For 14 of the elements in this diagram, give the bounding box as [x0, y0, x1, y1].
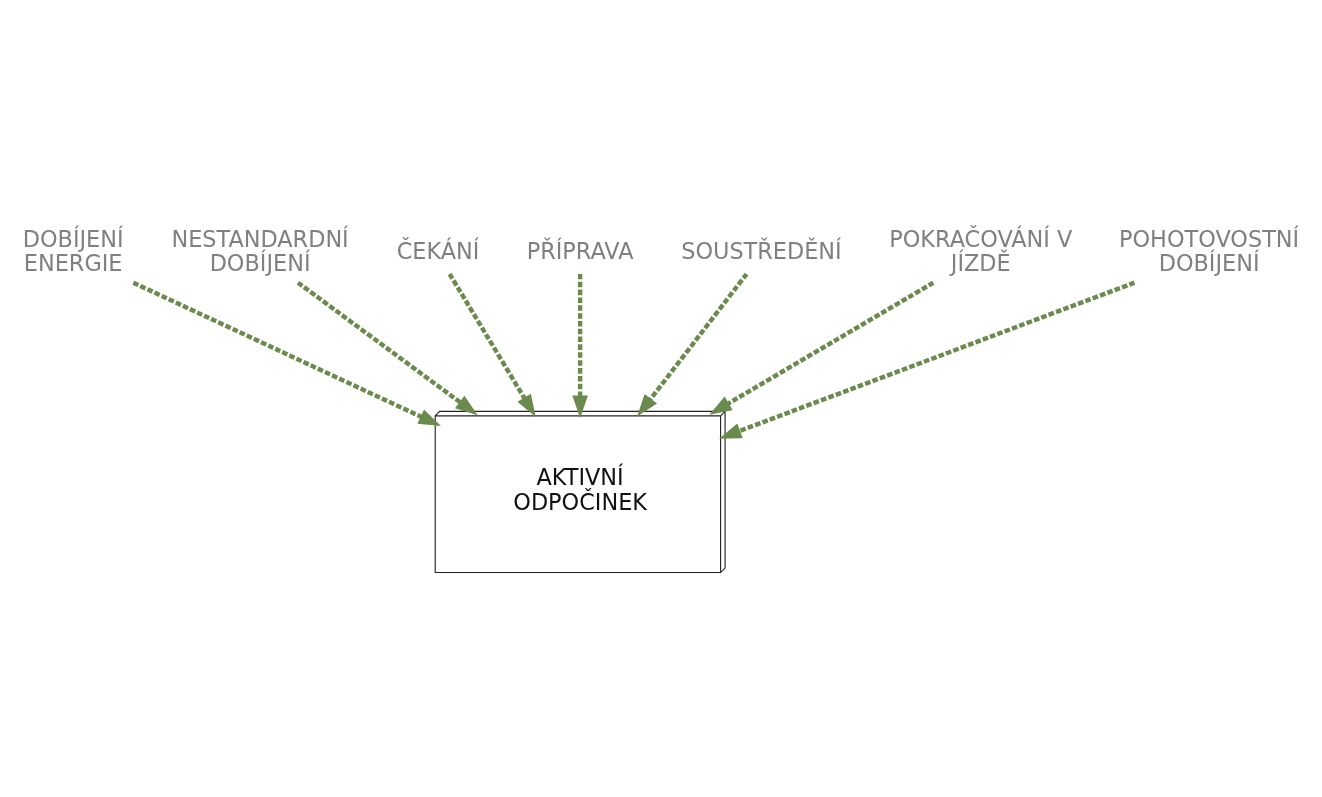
arrow	[132, 280, 442, 427]
node-text: PŘÍPRAVA	[526, 238, 634, 265]
arrow	[709, 280, 935, 415]
node-text: DOBÍJENÍ ENERGIE	[22, 225, 124, 277]
node-text: POHOTOVOSTNÍ DOBÍJENÍ	[1119, 225, 1300, 277]
arrow	[572, 274, 588, 419]
arrow	[719, 280, 1136, 439]
node-text: SOUSTŘEDĚNÍ	[681, 238, 842, 265]
node-text: ČEKÁNÍ	[396, 238, 480, 265]
arrow	[296, 280, 478, 416]
arrow	[637, 272, 749, 417]
arrow	[447, 272, 536, 418]
node-text: NESTANDARDNÍ DOBÍJENÍ	[171, 225, 349, 277]
node-text: POKRAČOVÁNÍ V JÍZDĚ	[889, 225, 1073, 277]
